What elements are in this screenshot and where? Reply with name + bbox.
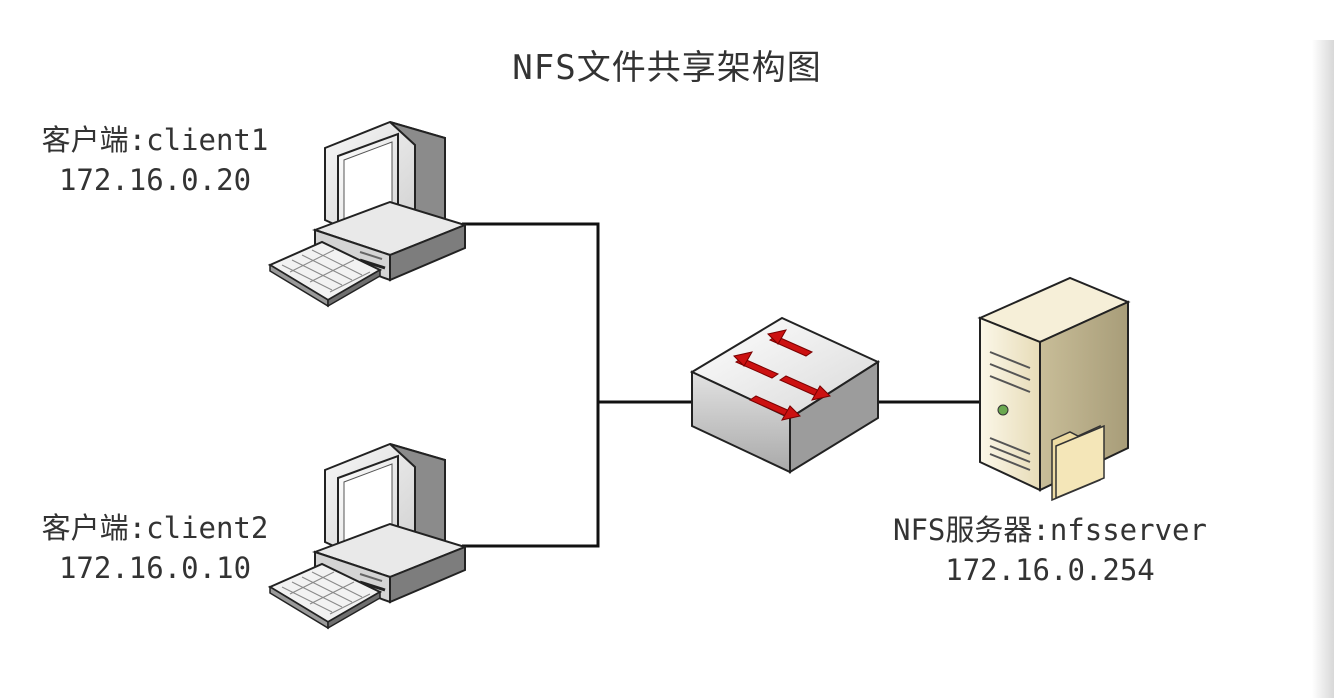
server-ip: 172.16.0.254 [945, 553, 1155, 587]
server-name: NFS服务器:nfsserver [893, 513, 1207, 547]
client1-computer-icon [267, 120, 469, 308]
network-switch-icon [689, 316, 881, 474]
client1-ip: 172.16.0.20 [58, 163, 252, 197]
switch-arrows-icon [733, 329, 831, 421]
client1-name: 客户端:client1 [41, 123, 269, 157]
link-client1-to-switch [462, 222, 692, 404]
nfs-server-icon [977, 276, 1131, 502]
diagram-title: NFS文件共享架构图 [512, 48, 822, 88]
client2-name: 客户端:client2 [41, 511, 269, 545]
network-links [462, 222, 980, 548]
page-edge-shade [1312, 40, 1334, 698]
client2-label: 客户端:client2 172.16.0.10 [20, 508, 290, 588]
client2-ip: 172.16.0.10 [58, 551, 252, 585]
server-label: NFS服务器:nfsserver 172.16.0.254 [860, 510, 1240, 590]
client1-label: 客户端:client1 172.16.0.20 [20, 120, 290, 200]
shared-folder-icon [1051, 424, 1105, 502]
link-client2-to-switch [462, 402, 600, 548]
client2-computer-icon [267, 442, 469, 630]
